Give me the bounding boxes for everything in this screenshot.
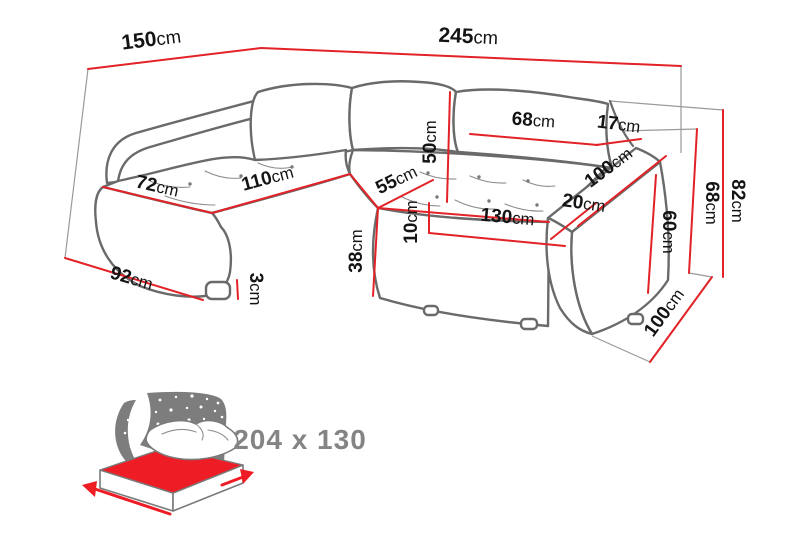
dimension-line-100-side — [649, 276, 713, 363]
dimension-label-50cm: 50cm — [420, 120, 441, 163]
blanket-folds — [161, 423, 229, 441]
unfold-arrow-right — [220, 475, 245, 487]
dimension-label-60cm: 60cm — [658, 210, 679, 253]
dimension-line-150 — [87, 47, 262, 70]
frame-depth-bottom — [688, 272, 713, 278]
dimension-line-92 — [64, 257, 204, 301]
unfold-arrow-left-head — [82, 481, 97, 497]
dimension-label-68cm-pillow: 68cm — [511, 109, 556, 133]
dimension-line-130 — [428, 232, 566, 247]
frame-left-edge — [64, 68, 89, 259]
chaise-foot — [204, 280, 232, 301]
dimension-label-130cm: 130cm — [480, 205, 536, 231]
dimension-label-245cm: 245cm — [438, 24, 499, 50]
dimension-label-17cm: 17cm — [596, 111, 642, 137]
dimension-line-68-height — [688, 128, 698, 274]
dimension-line-55 — [377, 179, 434, 209]
sleeping-size-label: 204 x 130 — [233, 424, 367, 455]
dimension-label-82cm: 82cm — [727, 179, 748, 222]
unfold-arrow-right-head — [240, 469, 254, 484]
base-foot-left — [422, 304, 440, 317]
dimension-line-245 — [260, 47, 682, 67]
dimension-label-68cm-height: 68cm — [701, 181, 722, 224]
frame-front-bottom — [591, 335, 651, 363]
dimension-line-100-armrest — [577, 155, 667, 227]
dimension-line-17 — [595, 138, 642, 146]
back-pillow-middle — [348, 80, 460, 154]
armrest-foot — [626, 312, 645, 326]
dimension-label-150cm: 150cm — [120, 24, 182, 54]
armrest-front — [545, 216, 594, 336]
dimension-line-seat-edge — [102, 172, 550, 223]
backrest-right-edge — [608, 99, 635, 148]
dimension-line-38 — [372, 207, 379, 297]
dimension-line-3 — [236, 279, 239, 300]
dimension-line-68-pillow — [469, 133, 599, 146]
dimension-label-72cm: 72cm — [134, 172, 181, 202]
dimension-label-38cm: 38cm — [346, 229, 367, 272]
frame-depth-top — [609, 100, 724, 111]
bed-blanket — [145, 419, 239, 461]
dimension-label-3cm: 3cm — [245, 273, 266, 306]
dimension-line-60 — [647, 174, 657, 294]
frame-depth-mid — [621, 128, 698, 132]
sleeper-icon — [82, 391, 254, 516]
dimension-line-20 — [550, 202, 597, 240]
dimension-line-50 — [446, 91, 451, 203]
dimension-frame — [64, 66, 724, 363]
unfold-arrow-left — [93, 487, 172, 516]
tufting-details — [149, 162, 556, 212]
dimension-label-10cm: 10cm — [401, 200, 422, 243]
dimension-label-20cm: 20cm — [561, 190, 607, 217]
base-foot-right — [519, 317, 539, 331]
dimension-lines — [64, 47, 724, 363]
moon-crescent-shape — [115, 400, 151, 480]
back-pillow-left — [249, 82, 355, 162]
